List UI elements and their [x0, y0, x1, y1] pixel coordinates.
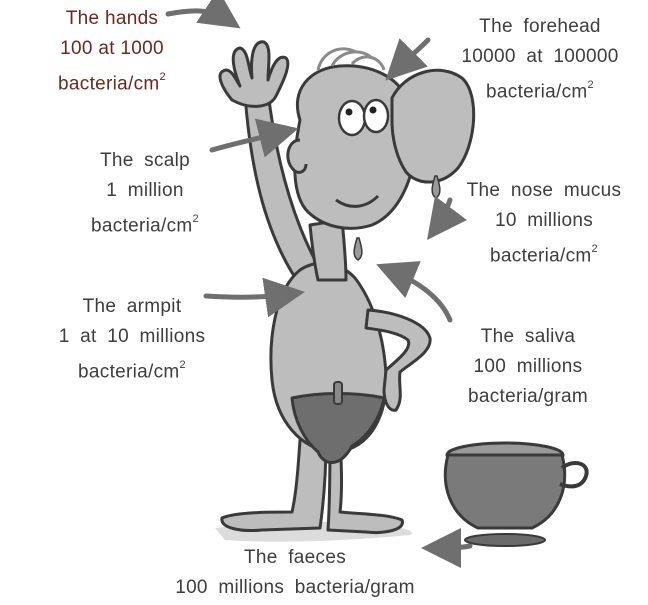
eye: [339, 101, 365, 135]
nose-count: 10 millions: [446, 206, 642, 236]
armpit-count: 1 at 10 millions: [44, 322, 220, 352]
faeces-count: 100 millions bacteria/gram: [130, 573, 460, 603]
eye: [364, 100, 388, 132]
saliva-drip: [354, 238, 362, 260]
nose-drip: [432, 176, 440, 198]
raised-hand: [220, 42, 288, 107]
label-scalp: The scalp 1 million bacteria/cm2: [70, 146, 220, 241]
forehead-unit: bacteria/cm2: [440, 72, 640, 107]
nose-unit: bacteria/cm2: [446, 236, 642, 271]
saliva-count: 100 millions: [440, 352, 616, 382]
hands-count: 100 at 1000: [32, 34, 192, 64]
forehead-title: The forehead: [440, 12, 640, 42]
label-forehead: The forehead 10000 at 100000 bacteria/cm…: [440, 12, 640, 107]
hands-title: The hands: [32, 4, 192, 34]
left-leg: [222, 440, 326, 531]
label-saliva: The saliva 100 millions bacteria/gram: [440, 322, 616, 412]
pupil: [370, 107, 377, 114]
label-hands: The hands 100 at 1000 bacteria/cm2: [32, 4, 192, 99]
arrow-icon: [396, 40, 428, 70]
saliva-title: The saliva: [440, 322, 616, 352]
scalp-count: 1 million: [70, 176, 220, 206]
scalp-unit: bacteria/cm2: [70, 206, 220, 241]
forehead-count: 10000 at 100000: [440, 42, 640, 72]
loincloth-knot: [334, 382, 342, 404]
pupil: [346, 109, 353, 116]
nose-title: The nose mucus: [446, 176, 642, 206]
faeces-title: The faeces: [130, 543, 460, 573]
hands-unit: bacteria/cm2: [32, 64, 192, 99]
saliva-unit: bacteria/gram: [440, 382, 616, 412]
armpit-title: The armpit: [44, 292, 220, 322]
label-faeces: The faeces 100 millions bacteria/gram: [130, 543, 460, 603]
armpit-unit: bacteria/cm2: [44, 352, 220, 387]
label-nose-mucus: The nose mucus 10 millions bacteria/cm2: [446, 176, 642, 271]
label-armpit: The armpit 1 at 10 millions bacteria/cm2: [44, 292, 220, 387]
scalp-title: The scalp: [70, 146, 220, 176]
pot-icon: [445, 443, 586, 546]
arrow-icon: [390, 270, 450, 320]
